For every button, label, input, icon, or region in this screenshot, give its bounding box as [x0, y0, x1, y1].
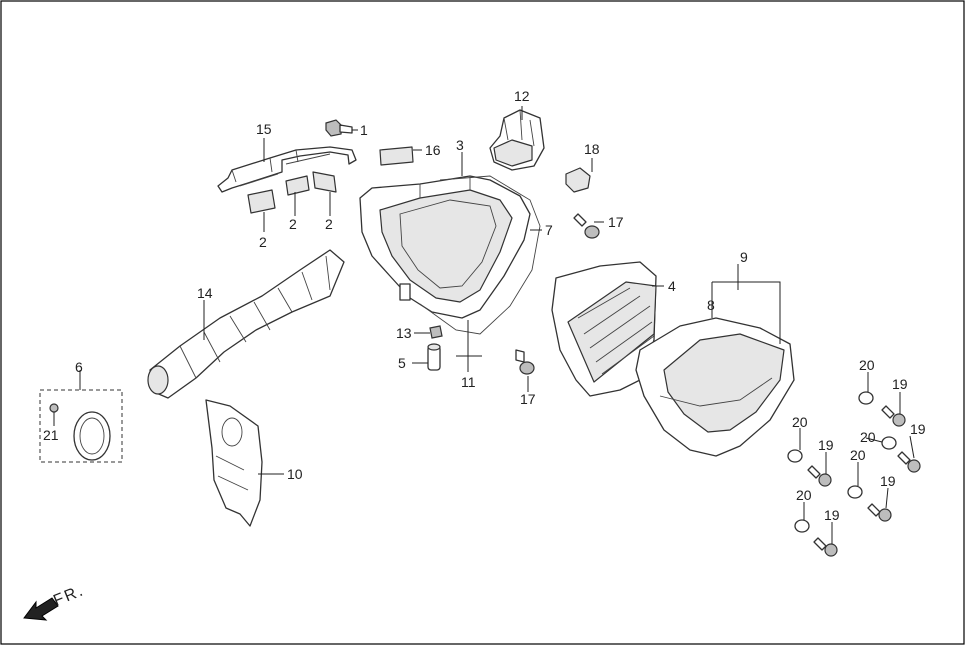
callout-1: 1 [360, 122, 368, 138]
callout-19: 19 [910, 421, 926, 437]
part-20-washers [787, 391, 897, 533]
callout-10: 10 [287, 466, 303, 482]
part-18-clip-nut [565, 167, 591, 193]
leader-lines [53, 106, 915, 544]
part-2-pads [247, 171, 337, 214]
callout-19: 19 [824, 507, 840, 523]
callout-7: 7 [545, 222, 553, 238]
callout-11: 11 [461, 374, 476, 390]
callout-2: 2 [325, 216, 333, 232]
callout-20: 20 [860, 429, 876, 445]
callout-2: 2 [259, 234, 267, 250]
part-13-clip [429, 325, 443, 339]
callout-15: 15 [256, 121, 272, 137]
callout-3: 3 [456, 137, 464, 153]
callout-19: 19 [818, 437, 834, 453]
front-direction-arrow-icon [23, 597, 59, 621]
part-17-screw-upper [573, 213, 600, 239]
callout-5: 5 [398, 355, 406, 371]
callout-17: 17 [520, 391, 536, 407]
callout-labels: 1 2 2 2 3 4 5 6 7 8 9 10 11 12 13 14 15 … [43, 88, 926, 523]
part-6-clamp-assembly [39, 389, 123, 463]
callout-2: 2 [289, 216, 297, 232]
part-10-guard-plate [205, 399, 263, 527]
part-1-bolt [325, 119, 353, 137]
callout-4: 4 [668, 278, 676, 294]
part-3-airbox [359, 175, 531, 319]
part-17-screw-lower [515, 349, 535, 375]
callout-14: 14 [197, 285, 213, 301]
callout-19: 19 [880, 473, 896, 489]
part-14-intake-duct [147, 249, 345, 399]
front-direction-label: FR. [51, 582, 87, 610]
callout-20: 20 [859, 357, 875, 373]
callout-12: 12 [514, 88, 530, 104]
callout-9: 9 [740, 249, 748, 265]
part-19-bolts [807, 405, 921, 557]
part-16-pad [379, 146, 414, 166]
part-8-airbox-cover [635, 317, 795, 457]
callout-21: 21 [43, 427, 59, 443]
callout-16: 16 [425, 142, 441, 158]
callout-8: 8 [707, 297, 715, 313]
callout-20: 20 [850, 447, 866, 463]
callout-20: 20 [792, 414, 808, 430]
callout-6: 6 [75, 359, 83, 375]
part-7-seal [419, 175, 541, 335]
part-12-funnel [489, 109, 545, 171]
callout-18: 18 [584, 141, 600, 157]
part-5-drain-cap [427, 343, 441, 371]
callout-19: 19 [892, 376, 908, 392]
callout-20: 20 [796, 487, 812, 503]
callout-17: 17 [608, 214, 624, 230]
part-4-air-filter [551, 261, 657, 397]
callout-13: 13 [396, 325, 412, 341]
